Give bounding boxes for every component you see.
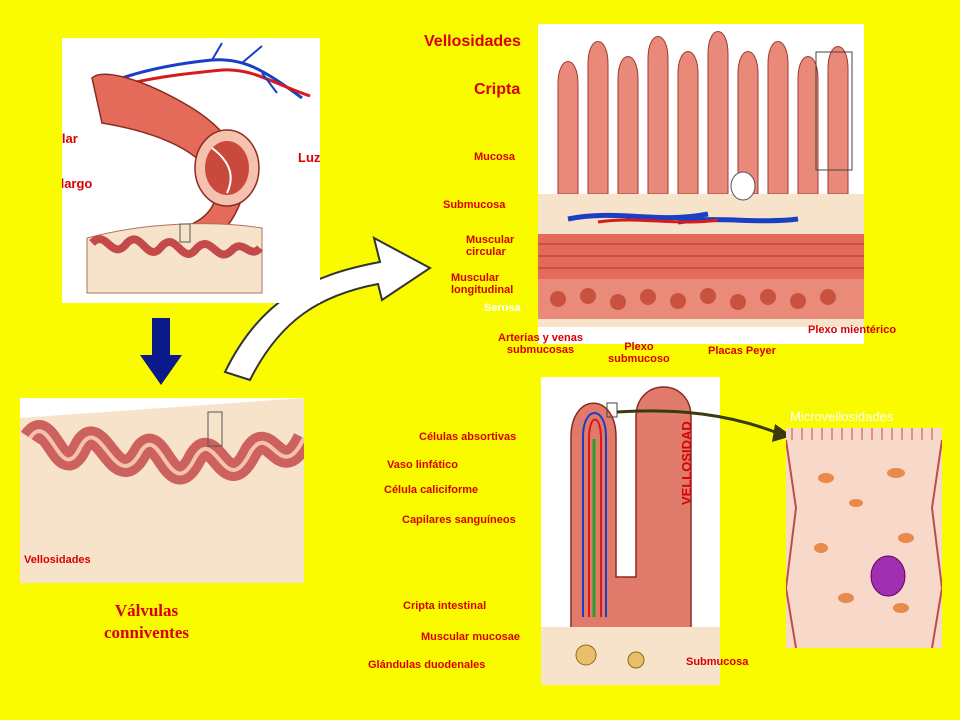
label-glandulas-duodenales: Glándulas duodenales bbox=[368, 659, 486, 671]
label-serosa: Serosa bbox=[484, 302, 521, 314]
label-cripta-intestinal: Cripta intestinal bbox=[403, 600, 487, 612]
label-muscular-circular: Muscular circular bbox=[466, 234, 515, 258]
villus-illustration bbox=[541, 386, 720, 685]
label-mucosa: Mucosa bbox=[474, 151, 515, 163]
label-vaso-linfatico: Vaso linfático bbox=[387, 459, 458, 471]
label-muscular-mucosae: Muscular mucosae bbox=[421, 631, 521, 643]
label-luz: Luz bbox=[298, 150, 320, 165]
label-muscular-longitudinal: Muscular longitudinal bbox=[451, 272, 514, 296]
label-pliegue-circular: Pliegue circular largo bbox=[62, 175, 93, 191]
label-plexo-submucoso: Plexo submucoso bbox=[608, 341, 670, 365]
label-cripta: Cripta bbox=[474, 81, 521, 98]
panel-wall-section bbox=[538, 24, 864, 344]
panel-microvilli bbox=[786, 428, 942, 648]
label-arterias-venas: Arterias y venas submucosas bbox=[498, 332, 583, 356]
label-vellosidades-top: Vellosidades bbox=[424, 33, 521, 50]
label-submucosa-top: Submucosa bbox=[443, 199, 506, 211]
label-celulas-absortivas: Células absortivas bbox=[419, 431, 517, 443]
wall-section-illustration bbox=[538, 31, 864, 327]
panel-intestine-tube: Capa muscular Pliegue circular largo Luz bbox=[62, 38, 320, 303]
label-submucosa-bottom: Submucosa bbox=[686, 656, 749, 668]
label-capilares: Capilares sanguíneos bbox=[402, 514, 516, 526]
label-plexo-mienterico: Plexo mientérico bbox=[808, 324, 897, 336]
label-placas-peyer: Placas Peyer bbox=[708, 345, 776, 357]
label-celula-caliciforme: Célula caliciforme bbox=[384, 484, 479, 496]
intestine-tube-illustration bbox=[86, 42, 311, 294]
label-microvellosidades: Microvellosidades bbox=[790, 409, 894, 424]
label-vellosidades-left: Vellosidades bbox=[24, 554, 91, 566]
microvilli-cell-illustration bbox=[786, 428, 942, 648]
mucosal-folds-illustration bbox=[20, 398, 304, 583]
label-capa-muscular: Capa muscular bbox=[62, 130, 78, 146]
label-vellosidad: VELLOSIDAD bbox=[679, 421, 694, 505]
panel-villus bbox=[541, 377, 720, 685]
panel-valvulas: Vellosidades bbox=[20, 398, 304, 583]
label-valvulas-conniventes: Válvulas conniventes bbox=[104, 601, 189, 643]
